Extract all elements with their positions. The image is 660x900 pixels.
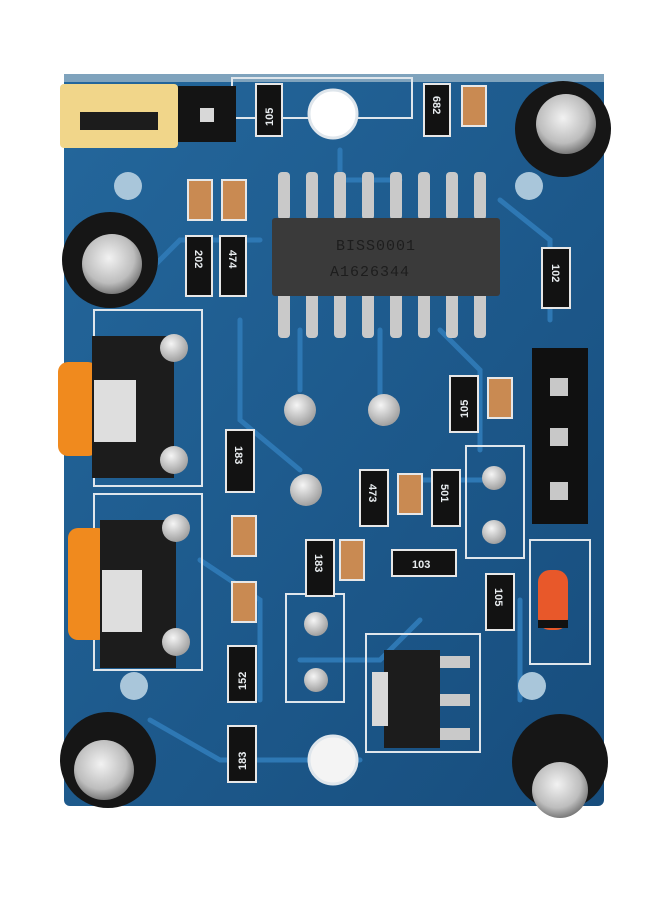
resistor-202: 202 [185,235,213,297]
ic-body [272,218,500,296]
resistor-474: 474 [219,235,247,297]
svg-text:102: 102 [549,264,561,282]
resistor-501: 501 [431,469,461,527]
svg-text:105: 105 [492,588,504,606]
svg-text:103: 103 [412,559,430,571]
mounting-hole-top [307,88,359,140]
resistor-105-mid: 105 [449,375,479,433]
svg-text:202: 202 [192,250,204,268]
ic-chip: BISS0001 A1626344 [272,172,500,338]
smd-capacitors [187,85,513,623]
ic-pins-bottom [278,292,486,338]
svg-text:105: 105 [459,400,471,418]
svg-text:474: 474 [226,250,238,269]
potentiometer-upper [58,334,188,478]
resistor-183-a: 183 [225,429,255,493]
svg-text:105: 105 [264,108,276,126]
resistor-473: 473 [359,469,389,527]
pin-header [532,348,588,524]
resistor-102: 102 [541,247,571,309]
capacitor-bottom-right [512,714,608,818]
resistor-103: 103 [391,549,457,577]
resistor-682: 682 [423,83,451,137]
jumper-connector [60,84,236,148]
resistor-183-b: 183 [305,539,335,597]
resistor-183-c: 183 [227,725,257,783]
svg-text:501: 501 [438,484,450,502]
svg-text:183: 183 [237,752,249,770]
fiducial-br [518,672,546,700]
resistor-152: 152 [227,645,257,703]
svg-text:152: 152 [237,672,249,690]
ic-pins-top [278,172,486,220]
diode [538,570,568,630]
svg-text:183: 183 [312,554,324,572]
resistor-105-low: 105 [485,573,515,631]
potentiometer-lower [68,514,190,668]
voltage-regulator [372,650,470,748]
capacitor-bottom-left [60,712,156,808]
svg-text:183: 183 [232,446,244,464]
svg-text:473: 473 [366,484,378,502]
fiducial-tl [114,172,142,200]
resistors: 105 682 202 474 102 105 183 473 [185,83,571,783]
capacitor-top-right [515,81,611,177]
mounting-hole-bottom [307,734,359,786]
capacitor-left [62,212,158,308]
fiducial-bl [120,672,148,700]
ic-marking-line1: BISS0001 [336,238,416,255]
fiducial-tr [515,172,543,200]
solder-pads [284,394,506,692]
ic-marking-line2: A1626344 [330,264,410,281]
svg-text:682: 682 [430,96,442,114]
resistor-105-top: 105 [255,83,283,137]
